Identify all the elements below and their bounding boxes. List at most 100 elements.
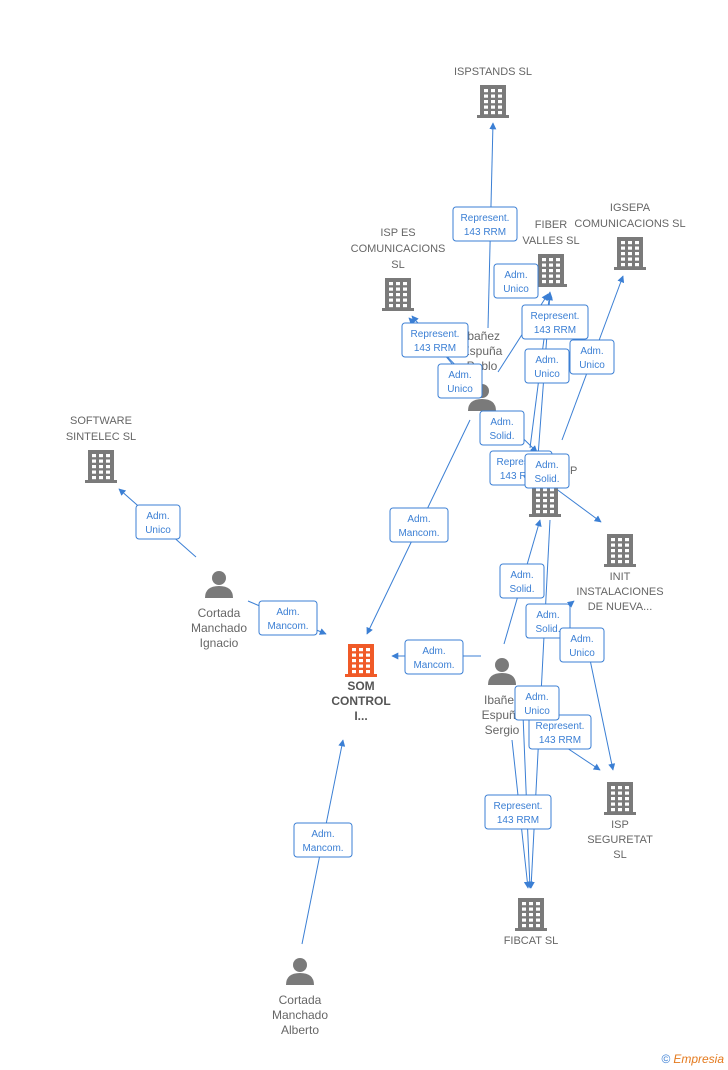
building-icon[interactable]	[345, 644, 377, 677]
edge-label-text: Unico	[579, 360, 605, 371]
edge-label-text: Adm.	[580, 346, 603, 357]
edge-label-text: Solid.	[535, 624, 560, 635]
company-label: SEGURETAT	[587, 834, 653, 846]
edge-label-text: Represent.	[461, 213, 510, 224]
edge-label-sergio-fibcat[interactable]: Adm. Unico	[514, 685, 560, 721]
building-icon[interactable]	[614, 237, 646, 270]
edge-label-alberto-som[interactable]: Adm.Mancom.	[293, 822, 353, 858]
edge-ibercis-init	[554, 487, 602, 523]
person-label: Ibañez	[464, 329, 500, 343]
edge-label-text: Unico	[569, 648, 595, 659]
building-icon[interactable]	[515, 898, 547, 931]
edge-label-text: Solid.	[509, 584, 534, 595]
edge-sergio-seguretat	[587, 649, 616, 771]
edge-label-sergio-seguretat[interactable]: Adm. Unico	[559, 627, 605, 663]
edge-label-text: Adm.	[146, 511, 169, 522]
building-icon[interactable]	[477, 85, 509, 118]
edge-label-ibercis-fibcat[interactable]: Represent.143 RRM	[521, 304, 589, 340]
company-node-fiber[interactable]: FIBER VALLES SL	[522, 219, 580, 287]
edge-label-sergio-init[interactable]: Adm.Solid.	[525, 603, 571, 639]
edge-label-pablo-ispes[interactable]: Adm. Unico	[437, 363, 483, 399]
company-label: ISP	[611, 819, 629, 831]
edge-label-pablo-som[interactable]: Adm.Mancom.	[389, 507, 449, 543]
edge-label-sergio-fibcat[interactable]: Represent.143 RRM	[484, 794, 552, 830]
edge-label-ibercis-init[interactable]: Adm.Solid.	[524, 453, 570, 489]
edge-label-ibercis-fiber[interactable]: Adm.Unico	[524, 348, 570, 384]
company-label: I...	[354, 709, 367, 723]
building-icon[interactable]	[382, 278, 414, 311]
edge-label-text: 143 RRM	[497, 815, 539, 826]
company-node-som[interactable]: SOMCONTROLI...	[331, 644, 391, 723]
edge-label-text: Solid.	[534, 474, 559, 485]
edge-label-text: 143 RRM	[414, 343, 456, 354]
person-label: Ignacio	[200, 636, 239, 650]
person-label: Cortada	[198, 606, 241, 620]
edge-label-text: Adm.	[525, 692, 548, 703]
person-icon[interactable]	[205, 571, 233, 598]
edge-label-text: Mancom.	[302, 843, 343, 854]
company-label: COMUNICACIONS	[351, 243, 446, 255]
edge-label-text: Unico	[503, 284, 529, 295]
company-label: INIT	[610, 571, 631, 583]
company-label: SINTELEC SL	[66, 431, 136, 443]
edge-labels-layer: Represent. 143 RRM Represent. 143 RRM Adm. Un…	[135, 206, 615, 858]
company-label: FIBCAT SL	[504, 935, 559, 947]
edge-label-text: Adm.	[422, 646, 445, 657]
building-icon[interactable]	[529, 484, 561, 517]
person-label: Sergio	[485, 723, 520, 737]
edge-label-text: Unico	[447, 384, 473, 395]
company-node-igsepa[interactable]: IGSEPA COMUNICACIONS SL	[574, 202, 686, 270]
edge-label-sergio-som[interactable]: Adm. Mancom.	[404, 639, 464, 675]
person-label: Espuña	[482, 708, 523, 722]
building-icon[interactable]	[604, 782, 636, 815]
company-node-fibcat[interactable]: FIBCAT SL	[504, 898, 559, 947]
edge-label-text: Represent.	[536, 721, 585, 732]
edge-label-text: Adm.	[570, 634, 593, 645]
person-label: Espuña	[462, 344, 503, 358]
edge-label-ignacio-software[interactable]: Adm. Unico	[135, 504, 181, 540]
building-icon[interactable]	[85, 450, 117, 483]
company-label: CONTROL	[331, 694, 390, 708]
edge-label-text: Unico	[145, 525, 171, 536]
edge-label-text: Unico	[524, 706, 550, 717]
edge-label-sergio-ibercis[interactable]: Adm.Solid.	[499, 563, 545, 599]
edge-label-text: 143 RRM	[464, 227, 506, 238]
person-icon[interactable]	[286, 958, 314, 985]
edge-label-ibercis-igsepa[interactable]: Adm. Unico	[569, 339, 615, 375]
edge-label-text: Mancom.	[398, 528, 439, 539]
edge-label-text: Mancom.	[413, 660, 454, 671]
company-label: IGSEPA	[610, 202, 651, 214]
edge-label-text: Represent.	[497, 457, 546, 468]
edge-label-text: Adm.	[504, 270, 527, 281]
company-label: COMUNICACIONS SL	[574, 218, 685, 230]
company-label: ISP ES	[380, 227, 415, 239]
brand-logo[interactable]: Empresia	[673, 1052, 724, 1066]
edge-label-text: 143 RRM	[500, 471, 542, 482]
building-icon[interactable]	[604, 534, 636, 567]
company-label: FIBER	[535, 219, 567, 231]
edge-label-pablo-ibercis[interactable]: Adm.Solid.	[479, 410, 525, 446]
edge-sergio-fibcat	[521, 689, 534, 889]
edge-label-ignacio-som[interactable]: Adm.Mancom.	[258, 600, 318, 636]
edge-label-sergio-seguretat[interactable]: Represent.143 RRM	[528, 714, 592, 750]
edge-label-text: Adm.	[448, 370, 471, 381]
edge-label-text: Solid.	[489, 431, 514, 442]
edge-label-text: Represent.	[531, 311, 580, 322]
building-icon[interactable]	[535, 254, 567, 287]
company-label: VALLES SL	[522, 235, 579, 247]
edge-label-pablo-ispes[interactable]: Represent.143 RRM	[401, 322, 469, 358]
copyright-icon: ©	[661, 1052, 671, 1066]
company-node-ispstands[interactable]: ISPSTANDS SL	[454, 66, 532, 118]
edge-label-pablo-ispstands[interactable]: Represent. 143 RRM	[452, 206, 518, 242]
edge-label-pablo-fiber[interactable]: Adm. Unico	[493, 263, 539, 299]
person-icon[interactable]	[488, 658, 516, 685]
copyright-footer: © Empresia	[661, 1052, 724, 1066]
company-label: DE NUEVA...	[588, 601, 653, 613]
